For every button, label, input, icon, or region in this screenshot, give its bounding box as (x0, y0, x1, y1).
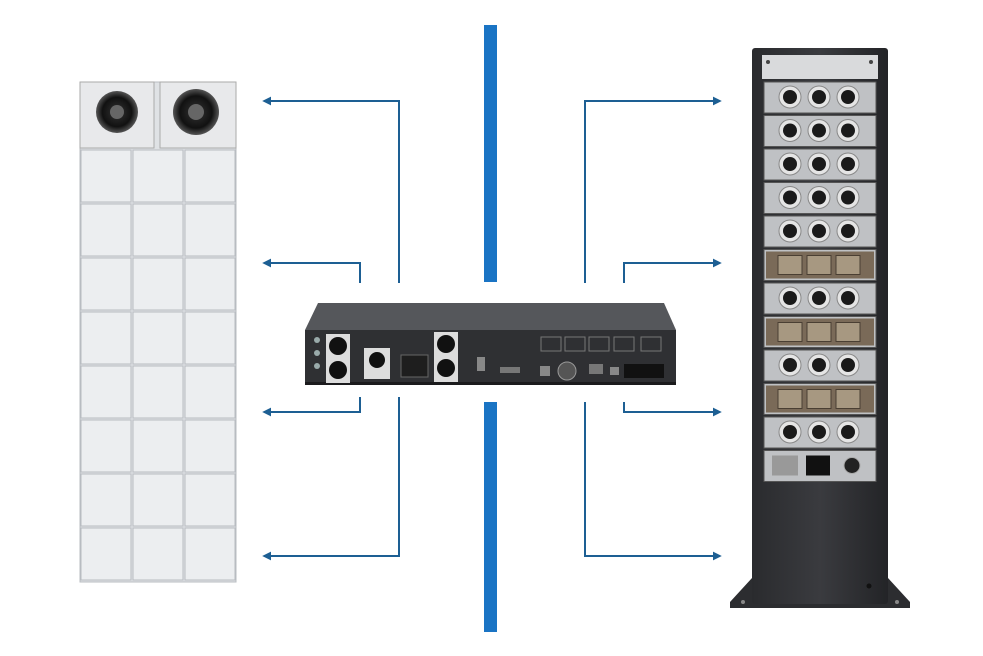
arrow-left-4 (262, 397, 400, 561)
panel-tile (80, 527, 132, 581)
panel-tile (184, 473, 236, 527)
tower-rack-icon (730, 48, 910, 608)
panel-tile (184, 149, 236, 203)
panel-tile (80, 473, 132, 527)
panel-tile (80, 419, 132, 473)
panel-tile (132, 419, 184, 473)
arrow-left-1 (262, 96, 400, 283)
hub-device-icon (305, 303, 676, 385)
arrow-left-3 (262, 397, 361, 417)
panel-tile (80, 365, 132, 419)
panel-tile (184, 203, 236, 257)
panel-tile (184, 257, 236, 311)
panel-tile (132, 365, 184, 419)
wall-panel-icon (79, 81, 237, 583)
panel-tile (132, 311, 184, 365)
panel-tile (184, 527, 236, 581)
panel-tile (184, 311, 236, 365)
panel-tile (132, 473, 184, 527)
arrow-right-4 (584, 402, 722, 561)
arrow-left-2 (262, 258, 361, 283)
panel-tile (80, 149, 132, 203)
panel-tile (184, 419, 236, 473)
arrow-right-1 (584, 96, 722, 283)
panel-tile (132, 149, 184, 203)
panel-tile (80, 257, 132, 311)
arrow-right-2 (623, 258, 722, 283)
panel-tile (132, 257, 184, 311)
divider-top (484, 25, 497, 282)
panel-tile (80, 203, 132, 257)
arrow-right-3 (623, 402, 722, 417)
panel-tile (184, 365, 236, 419)
panel-tile (80, 311, 132, 365)
divider-bottom (484, 402, 497, 632)
panel-tile (132, 203, 184, 257)
panel-tile (132, 527, 184, 581)
